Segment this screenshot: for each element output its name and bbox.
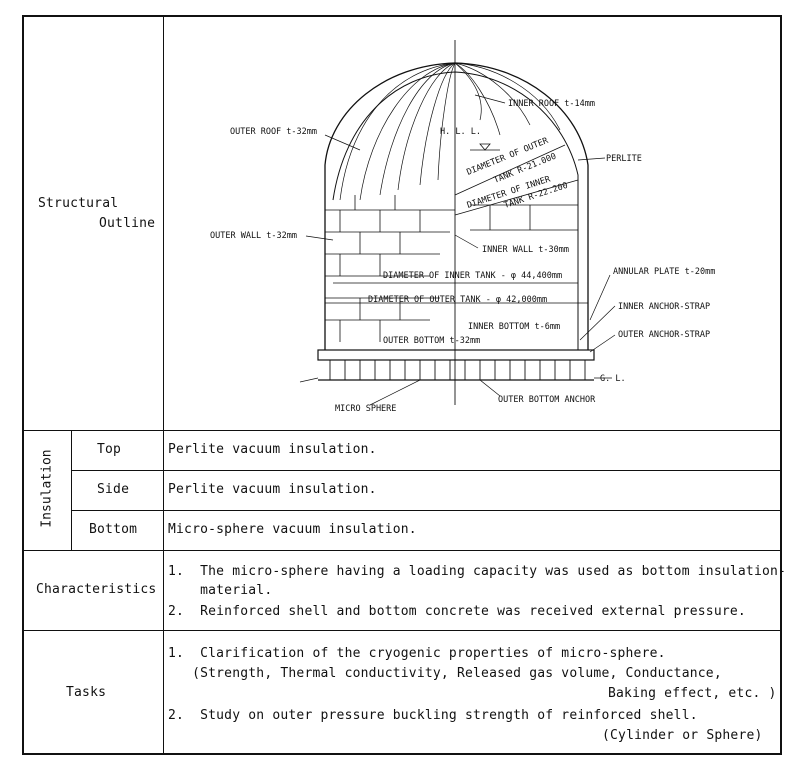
label-outer-wall: OUTER WALL t-32mm (210, 231, 297, 241)
label-outer-roof: OUTER ROOF t-32mm (230, 127, 317, 137)
tasks-line: (Strength, Thermal conductivity, Release… (168, 666, 722, 681)
label-dia-inner-tank: DIAMETER OF INNER TANK - φ 44,400mm (383, 271, 562, 281)
structural-outline-label-1: Structural (38, 196, 119, 211)
characteristics-line: material. (168, 583, 273, 598)
label-outer-bottom-anchor: OUTER BOTTOM ANCHOR (498, 395, 596, 405)
row-divider-side (71, 510, 782, 511)
row-divider-characteristics (22, 630, 782, 631)
row-divider-top (71, 470, 782, 471)
structural-outline-label-2: Outline (99, 216, 156, 231)
characteristics-line: 2. Reinforced shell and bottom concrete … (168, 604, 746, 619)
label-hll: H. L. L. (440, 127, 481, 137)
label-gl: G. L. (600, 374, 626, 384)
tasks-line: 2. Study on outer pressure buckling stre… (168, 708, 698, 723)
insulation-top-value: Perlite vacuum insulation. (168, 442, 377, 457)
row-divider-outline (22, 430, 782, 431)
insulation-top-name: Top (97, 442, 122, 457)
label-inner-wall: INNER WALL t-30mm (482, 245, 569, 255)
insulation-side-value: Perlite vacuum insulation. (168, 482, 377, 497)
label-inner-bottom: INNER BOTTOM t-6mm (468, 322, 560, 332)
tasks-line: 1. Clarification of the cryogenic proper… (168, 646, 666, 661)
label-outer-bottom: OUTER BOTTOM t-32mm (383, 336, 480, 346)
characteristics-line: 1. The micro-sphere having a loading cap… (168, 564, 787, 579)
tasks-label: Tasks (66, 685, 107, 700)
label-inner-anchor: INNER ANCHOR-STRAP (618, 302, 710, 312)
label-outer-anchor: OUTER ANCHOR-STRAP (618, 330, 710, 340)
label-column-divider (163, 15, 164, 755)
label-micro-sphere: MICRO SPHERE (335, 404, 396, 414)
label-inner-roof: INNER ROOF t-14mm (508, 99, 595, 109)
tasks-line: (Cylinder or Sphere) (602, 728, 763, 743)
insulation-label: Insulation (39, 449, 55, 528)
row-divider-bottom (22, 550, 782, 551)
insulation-side-name: Side (97, 482, 130, 497)
label-perlite: PERLITE (606, 154, 642, 164)
insulation-bottom-value: Micro-sphere vacuum insulation. (168, 522, 417, 537)
label-dia-outer-tank: DIAMETER OF OUTER TANK - φ 42,000mm (368, 295, 547, 305)
insulation-bottom-name: Bottom (89, 522, 138, 537)
characteristics-label: Characteristics (36, 582, 157, 597)
insulation-subcolumn-divider (71, 430, 72, 550)
tasks-line: Baking effect, etc. ) (608, 686, 777, 701)
label-annular-plate: ANNULAR PLATE t-20mm (613, 267, 715, 277)
spec-table (22, 15, 782, 755)
